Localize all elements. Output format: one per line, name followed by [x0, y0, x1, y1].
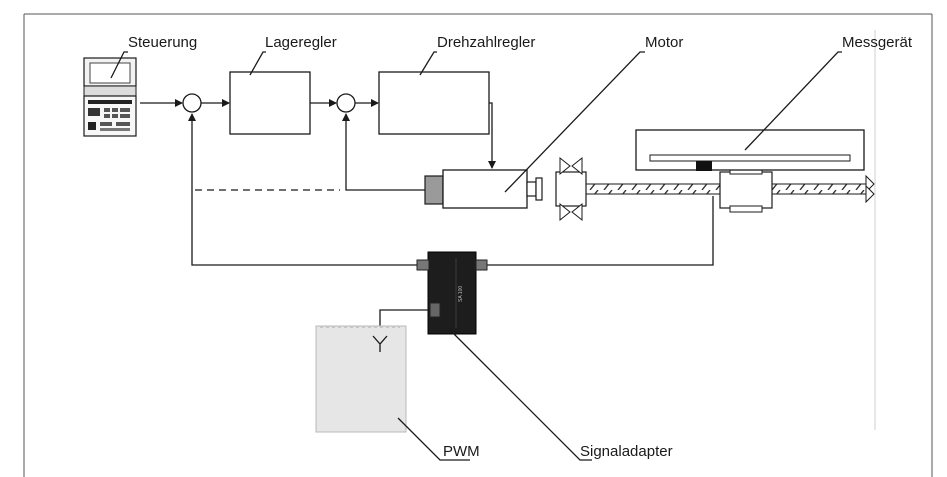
label-signaladapter: Signaladapter: [580, 443, 673, 460]
ball-screw-icon: [585, 167, 875, 213]
cnc-control-icon: [83, 57, 137, 137]
summing-junction-speed: [336, 93, 356, 113]
adapter-marking: SA 100: [458, 286, 464, 302]
label-messgeraet: Messgerät: [842, 34, 913, 51]
label-pwm: PWM: [443, 443, 480, 460]
leader-lines: [110, 51, 842, 461]
summing-junction-position: [182, 93, 202, 113]
signal-adapter-icon: SA 100: [416, 251, 488, 335]
coupling-icon: [555, 156, 587, 222]
label-lageregler: Lageregler: [265, 34, 337, 51]
label-motor: Motor: [645, 34, 683, 51]
speed-controller-block: [378, 71, 490, 135]
pwm-unit-icon: [315, 325, 407, 433]
position-controller-block: [229, 71, 311, 135]
motor-icon: [424, 169, 543, 209]
label-steuerung: Steuerung: [128, 34, 197, 51]
diagram-frame: [23, 13, 933, 477]
label-drehzahlregler: Drehzahlregler: [437, 34, 535, 51]
linear-encoder-icon: [635, 129, 865, 171]
